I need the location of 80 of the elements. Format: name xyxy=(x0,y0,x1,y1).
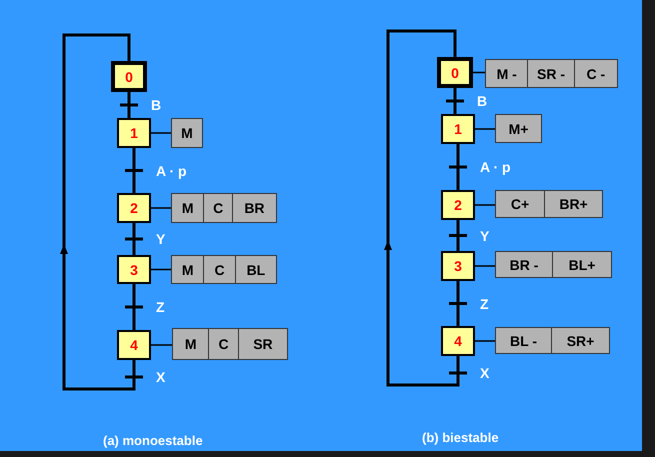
action-cell-text: BL+ xyxy=(568,256,596,274)
step-link xyxy=(449,281,467,326)
action-cell: C+ xyxy=(496,191,546,217)
step-number: 4 xyxy=(454,333,462,349)
action-cell-text: BL xyxy=(246,260,266,280)
transition-label: Y xyxy=(480,228,490,244)
step-box xyxy=(441,326,475,356)
action-cell: BR - xyxy=(496,252,554,277)
action-cell: M xyxy=(172,256,204,283)
step-link xyxy=(125,284,143,330)
action-link xyxy=(473,72,485,74)
transition-label: Y xyxy=(156,231,166,247)
action-cell-text: BR+ xyxy=(558,195,589,214)
step-number: 0 xyxy=(451,64,459,80)
diagram-caption: (a) monoestable xyxy=(103,433,203,448)
step-number: 2 xyxy=(454,197,462,213)
action-cell: M xyxy=(173,329,210,359)
action-link xyxy=(475,265,495,267)
transition-label: Z xyxy=(480,296,489,312)
transition-label: X xyxy=(156,369,166,385)
step-box xyxy=(441,114,475,144)
transition-label: B xyxy=(477,93,488,109)
step-box xyxy=(117,255,151,284)
action-cell-text: SR+ xyxy=(566,332,596,350)
step-number: 3 xyxy=(454,258,462,274)
step-number: 1 xyxy=(454,121,462,137)
action-box xyxy=(495,190,603,218)
action-cell: C xyxy=(209,329,239,359)
transition-label: B xyxy=(151,97,162,113)
action-cell: BL - xyxy=(496,328,552,353)
action-cell: M xyxy=(172,194,204,222)
step-box xyxy=(117,118,151,148)
initial-step-box xyxy=(111,61,147,92)
step-number: 4 xyxy=(130,337,138,353)
step-link xyxy=(449,144,467,190)
action-box xyxy=(485,59,618,88)
step-number: 2 xyxy=(130,200,138,216)
transition-label: Z xyxy=(156,299,165,315)
step-link xyxy=(125,148,143,193)
step-link xyxy=(120,92,138,118)
step-link xyxy=(446,88,464,114)
action-cell: SR - xyxy=(528,60,575,87)
step-number: 0 xyxy=(125,68,133,84)
action-box xyxy=(495,251,612,278)
action-link xyxy=(475,340,495,342)
step-number: 1 xyxy=(130,125,138,141)
action-cell-text: BR xyxy=(243,199,266,218)
action-box xyxy=(171,118,203,148)
step-box xyxy=(117,330,151,360)
action-box xyxy=(171,193,277,223)
step-number: 3 xyxy=(130,262,138,278)
return-loop-arrow xyxy=(60,34,143,390)
action-cell-text: SR xyxy=(252,335,274,354)
action-cell-text: M xyxy=(180,124,194,143)
action-box xyxy=(495,114,542,143)
step-link xyxy=(125,223,143,255)
action-cell-text: M+ xyxy=(508,120,530,138)
return-loop-arrow xyxy=(384,30,467,386)
action-link xyxy=(151,344,172,346)
action-cell: C xyxy=(204,194,233,222)
transition-label: A · p xyxy=(480,159,511,175)
action-link xyxy=(151,268,171,270)
action-box xyxy=(172,328,288,360)
step-box xyxy=(441,190,475,220)
action-box xyxy=(495,327,610,354)
action-cell-text: C - xyxy=(585,64,606,84)
action-link xyxy=(151,132,171,134)
initial-step-box xyxy=(437,57,473,88)
action-box xyxy=(171,255,277,284)
transition-label: A · p xyxy=(156,162,187,178)
action-cell: M - xyxy=(486,60,528,87)
transition-label: X xyxy=(480,365,490,381)
action-link xyxy=(475,204,495,206)
action-link xyxy=(151,207,171,209)
action-link xyxy=(475,128,495,130)
step-link xyxy=(449,220,467,251)
step-box xyxy=(117,193,151,223)
step-box xyxy=(441,251,475,281)
action-cell: C xyxy=(204,256,236,283)
diagram-caption: (b) biestable xyxy=(422,430,499,445)
